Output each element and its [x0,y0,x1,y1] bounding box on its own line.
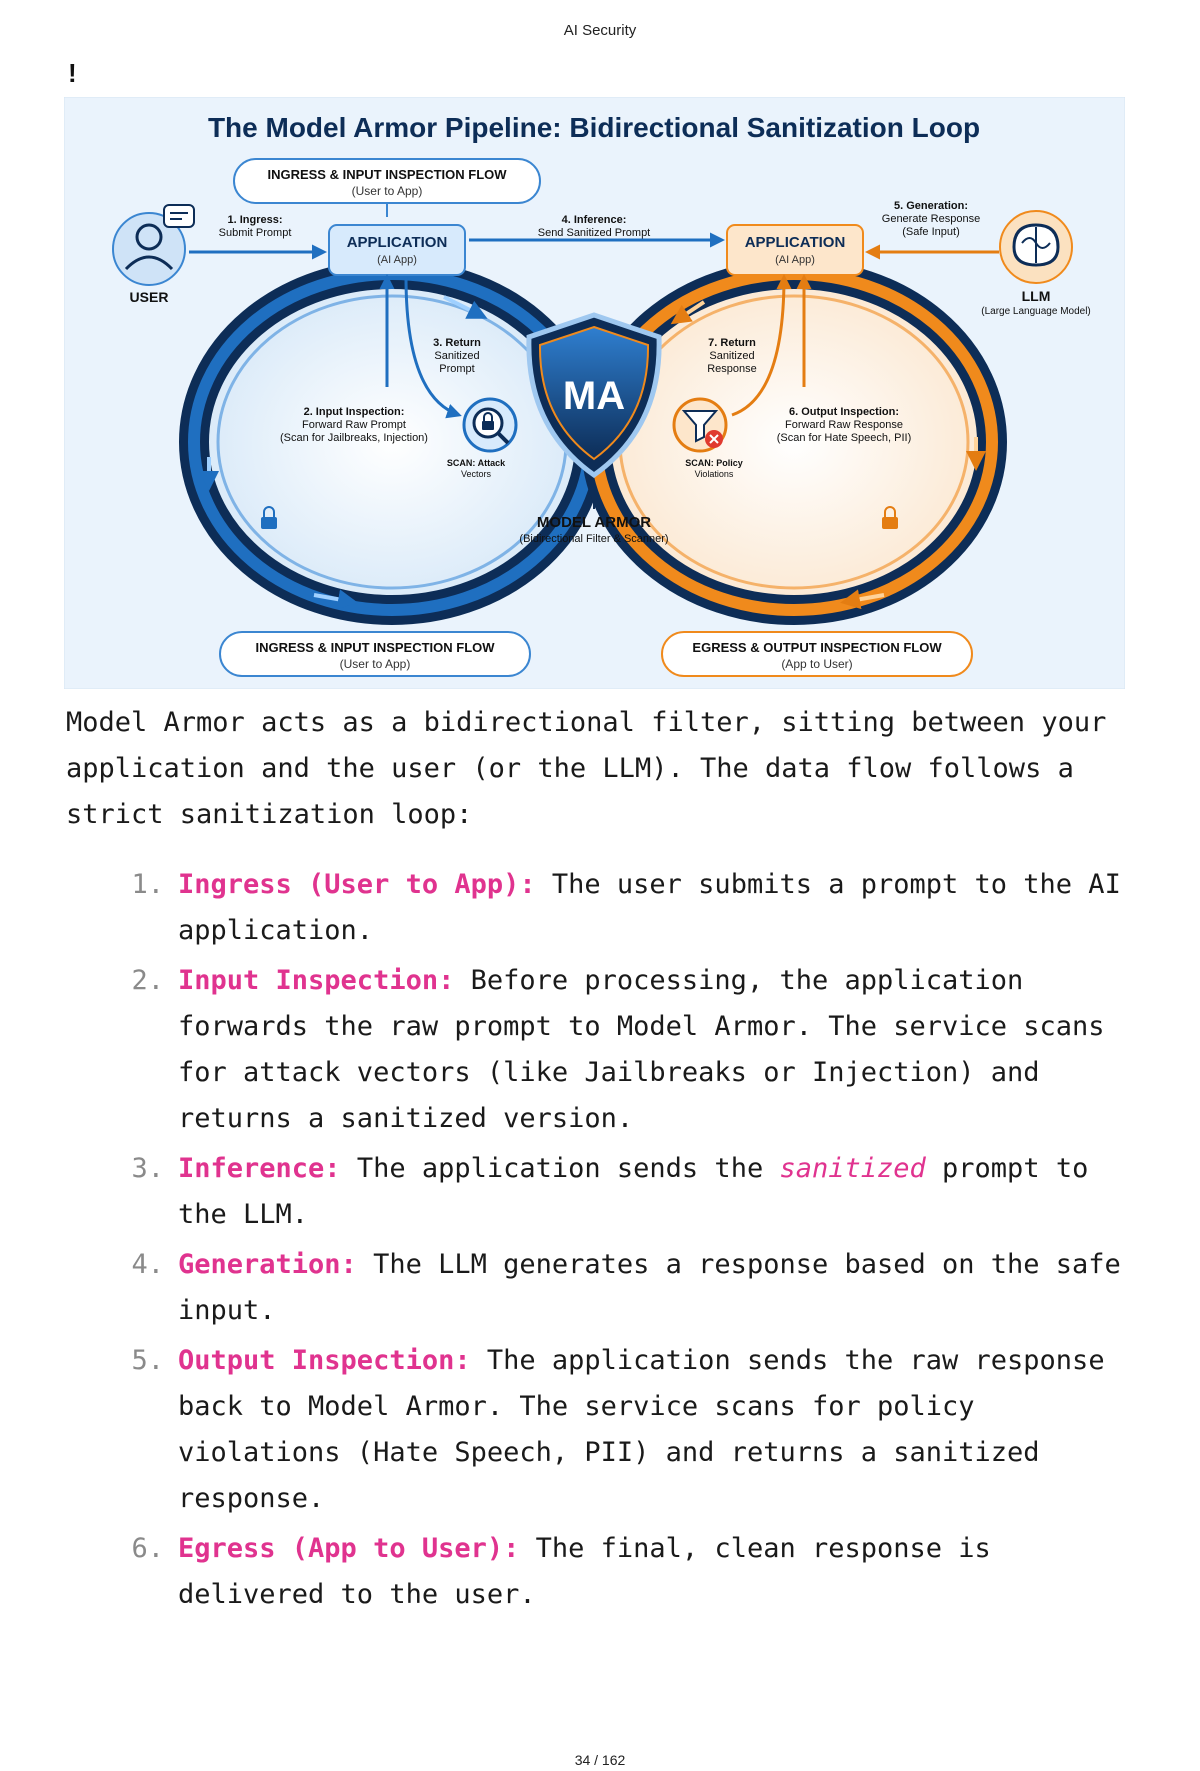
bottom-left-flow-sub: (User to App) [340,657,411,671]
step6-title: 6. Output Inspection: [789,406,899,418]
step5-line1: Generate Response [882,213,980,225]
llm-sub: (Large Language Model) [981,306,1091,317]
step5-title: 5. Generation: [894,200,968,212]
bottom-left-flow-title: INGRESS & INPUT INSPECTION FLOW [255,640,495,655]
step7-line1: Sanitized [709,350,754,362]
step6-line2: (Scan for Hate Speech, PII) [777,432,912,444]
step-emphasis: sanitized [779,1153,925,1184]
step-term: Input Inspection: [178,965,454,996]
user-label: USER [130,289,169,305]
page-number: 34 / 162 [0,1752,1200,1768]
model-armor-title: MODEL ARMOR [537,514,651,531]
list-item: 2. Input Inspection: Before processing, … [66,958,1126,1142]
top-flow-sub: (User to App) [352,184,423,198]
step1-title: 1. Ingress: [227,214,282,226]
step-text: The application sends the [341,1153,780,1184]
step7-title: 7. Return [708,337,756,349]
figure-title: The Model Armor Pipeline: Bidirectional … [208,112,980,143]
step-term: Egress (App to User): [178,1533,519,1564]
intro-paragraph: Model Armor acts as a bidirectional filt… [66,700,1126,838]
list-number: 6. [66,1526,178,1618]
list-item: 6. Egress (App to User): The final, clea… [66,1526,1126,1618]
step5-line2: (Safe Input) [902,226,959,238]
scan-left-line2: Vectors [461,469,492,479]
step4-line1: Send Sanitized Prompt [538,227,651,239]
step3-line1: Sanitized [434,350,479,362]
step3-line2: Prompt [439,363,474,375]
list-number: 4. [66,1242,178,1334]
step-term: Ingress (User to App): [178,869,536,900]
shield-text: MA [563,374,625,418]
app-right-title: APPLICATION [745,234,846,251]
list-number: 5. [66,1338,178,1522]
running-header: AI Security [0,22,1200,39]
list-item: 4. Generation: The LLM generates a respo… [66,1242,1126,1334]
filter-icon [674,399,726,451]
scan-right-line2: Violations [695,469,734,479]
bottom-right-flow-sub: (App to User) [781,657,852,671]
step-term: Output Inspection: [178,1345,471,1376]
llm-label: LLM [1022,288,1051,304]
list-item: 5. Output Inspection: The application se… [66,1338,1126,1522]
list-number: 1. [66,862,178,954]
body-text: Model Armor acts as a bidirectional filt… [66,700,1126,1622]
app-right-sub: (AI App) [775,254,815,266]
list-number: 3. [66,1146,178,1238]
stray-mark: ! [68,58,77,89]
step3-title: 3. Return [433,337,481,349]
app-left-title: APPLICATION [347,234,448,251]
list-item: 1. Ingress (User to App): The user submi… [66,862,1126,954]
model-armor-sub: (Bidirectional Filter & Scanner) [519,533,668,545]
app-left-sub: (AI App) [377,254,417,266]
top-flow-title: INGRESS & INPUT INSPECTION FLOW [267,167,507,182]
list-item: 3. Inference: The application sends the … [66,1146,1126,1238]
step-term: Inference: [178,1153,341,1184]
steps-list: 1. Ingress (User to App): The user submi… [66,862,1126,1618]
scan-left-line1: SCAN: Attack [447,458,506,468]
step6-line1: Forward Raw Response [785,419,903,431]
step2-title: 2. Input Inspection: [304,406,405,418]
step2-line2: (Scan for Jailbreaks, Injection) [280,432,428,444]
list-number: 2. [66,958,178,1142]
scan-right-line1: SCAN: Policy [685,458,743,468]
step4-title: 4. Inference: [562,214,627,226]
step-term: Generation: [178,1249,357,1280]
step2-line1: Forward Raw Prompt [302,419,406,431]
step7-line2: Response [707,363,757,375]
step1-line1: Submit Prompt [219,227,292,239]
brain-icon [1000,211,1072,283]
bottom-right-flow-title: EGRESS & OUTPUT INSPECTION FLOW [692,640,942,655]
pipeline-figure: The Model Armor Pipeline: Bidirectional … [64,97,1125,689]
lock-search-icon [464,399,516,451]
